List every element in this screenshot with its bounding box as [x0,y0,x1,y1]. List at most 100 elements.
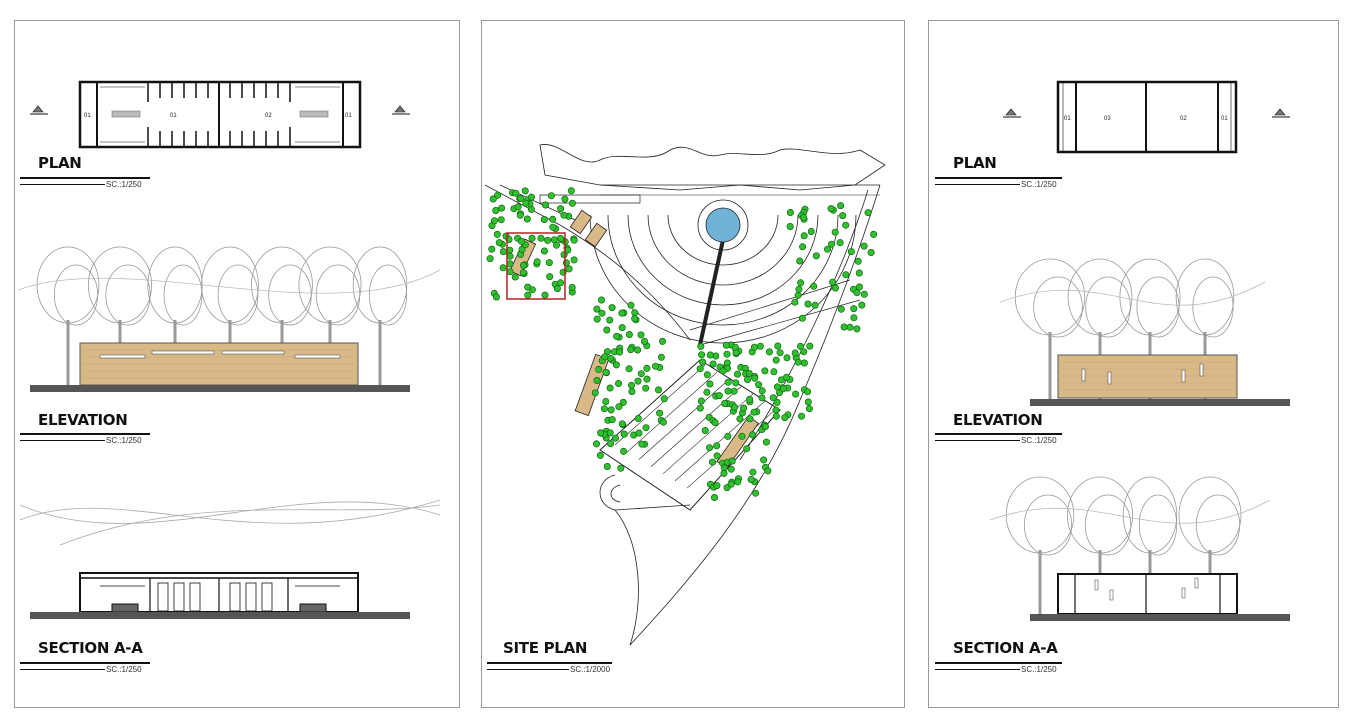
tree [867,249,875,257]
tree [806,342,814,350]
tree-outline [1122,476,1178,554]
tree [560,211,568,219]
site-plan-title: SITE PLAN [503,639,588,657]
tree [722,341,730,349]
tree [846,323,854,331]
tree [697,397,705,405]
tree [547,192,555,200]
tree [492,207,500,215]
tree [774,342,782,350]
tree [562,259,570,267]
tree [614,379,622,387]
tree [634,346,642,354]
tree [750,408,758,416]
tree [656,409,664,417]
tree-outline [36,246,100,324]
tree [804,388,812,396]
room-label: 02 [1180,116,1187,122]
parking-row [638,379,730,460]
tree [804,398,812,406]
section-title: SECTION A-A [38,639,143,657]
tree [556,234,564,242]
tree [533,258,541,266]
tree [772,406,780,414]
tree [527,193,535,201]
tree [625,365,633,373]
tree [592,440,600,448]
tree [506,252,514,260]
tree [761,423,769,431]
scale-line [487,669,569,670]
tree [617,464,625,472]
site-plan-drawing [484,144,886,646]
tree [791,298,799,306]
tree [854,257,862,265]
tree [727,465,735,473]
tree [770,368,778,376]
section-title: SECTION A-A [953,639,1058,657]
tree [537,234,545,242]
tree [781,414,789,422]
tree [724,387,732,395]
tree [512,189,520,197]
tree [546,273,554,281]
title-underline [935,177,1062,179]
tree [840,323,848,331]
tree [642,384,650,392]
tree [486,255,494,263]
tree [761,367,769,375]
room-label: 02 [265,113,272,119]
tree [723,350,731,358]
tree [565,265,573,273]
terrace-ring [667,214,779,266]
tree [553,285,561,293]
tree [734,478,742,486]
tree [607,440,615,448]
tree-outline [251,246,313,324]
tree [703,388,711,396]
tree [792,390,800,398]
tree [631,309,639,317]
tree [519,261,527,269]
tree [658,337,666,345]
terrace-ring [589,214,857,344]
tree [799,243,807,251]
tree [732,379,740,387]
tree [747,475,755,483]
tree [730,387,738,395]
tree [631,315,639,323]
tree [760,456,768,464]
tree [516,211,524,219]
left-section [19,499,441,619]
terrace-ring [647,214,799,286]
tree [600,405,608,413]
tree [557,279,565,287]
tree [540,247,548,255]
tree [612,361,620,369]
elevation-scale: SC.:1/250 [1021,436,1057,445]
tree [549,215,557,223]
tree [786,223,794,231]
tree [634,414,642,422]
tree [514,203,522,211]
tree [606,316,614,324]
tree [855,269,863,277]
tree [654,386,662,394]
tree [752,489,760,497]
tree [705,444,713,452]
tree [805,405,813,413]
tree [628,387,636,395]
tree [506,268,514,276]
tree [643,375,651,383]
tree [720,469,728,477]
right-floor-plan [1003,80,1290,154]
scale-line [935,184,1020,185]
tree [591,389,599,397]
center-sheet [481,20,905,708]
tree [736,415,744,423]
tree [698,351,706,359]
tree [831,228,839,236]
tree [522,199,530,207]
tree [618,309,626,317]
tree [728,457,736,465]
